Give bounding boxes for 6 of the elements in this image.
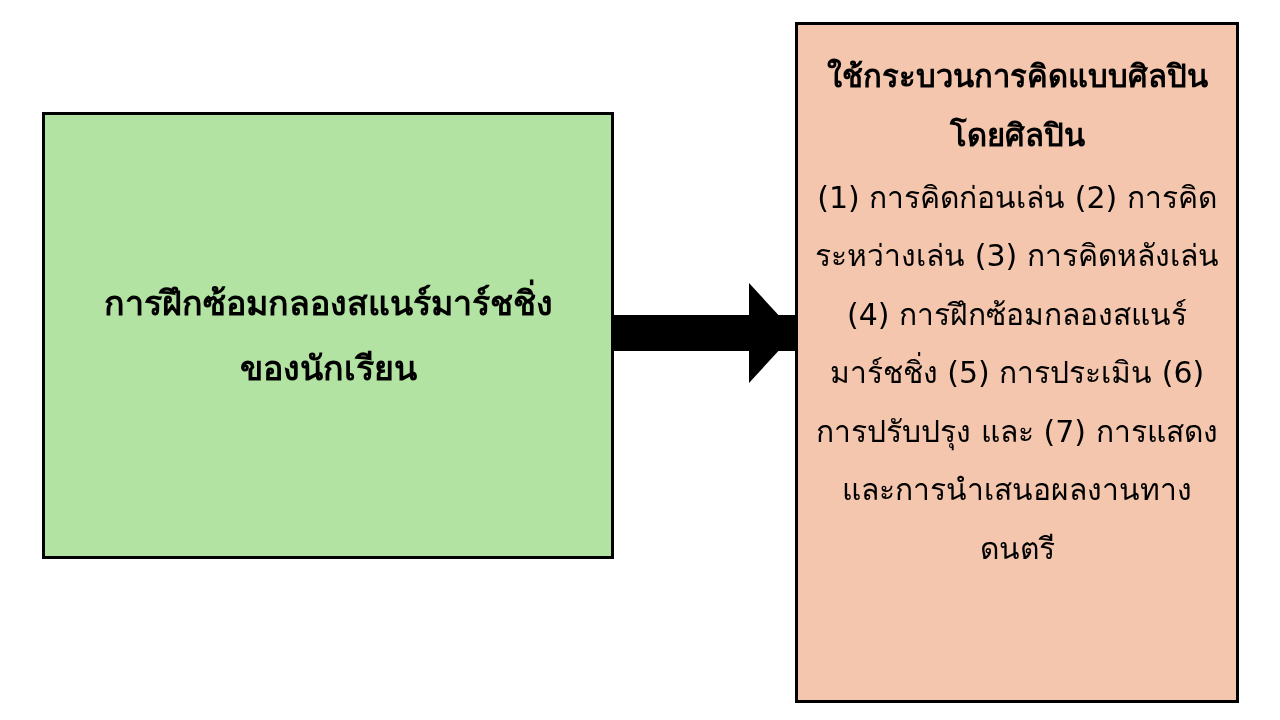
arrow: [614, 283, 795, 383]
box-title: ใช้กระบวนการคิดแบบศิลปินโดยศิลปิน: [825, 57, 1209, 155]
box-text: (1) การคิดก่อนเล่น (2) การคิดระหว่างเล่น (3) การคิดหลังเล่น (4) การฝึกซ้อมกลองสแนร์มาร์ชชิ่ง (5) การประเมิน (6) การปรับปรุง และ (7) การแสดงและการนำเสนอผลงานทางดนตรี: [814, 178, 1220, 568]
process-box: [42, 112, 614, 559]
process-box: [795, 22, 1239, 703]
box-title: การฝึกซ้อมกลองสแนร์มาร์ชชิ่งของนักเรียน: [79, 270, 577, 401]
